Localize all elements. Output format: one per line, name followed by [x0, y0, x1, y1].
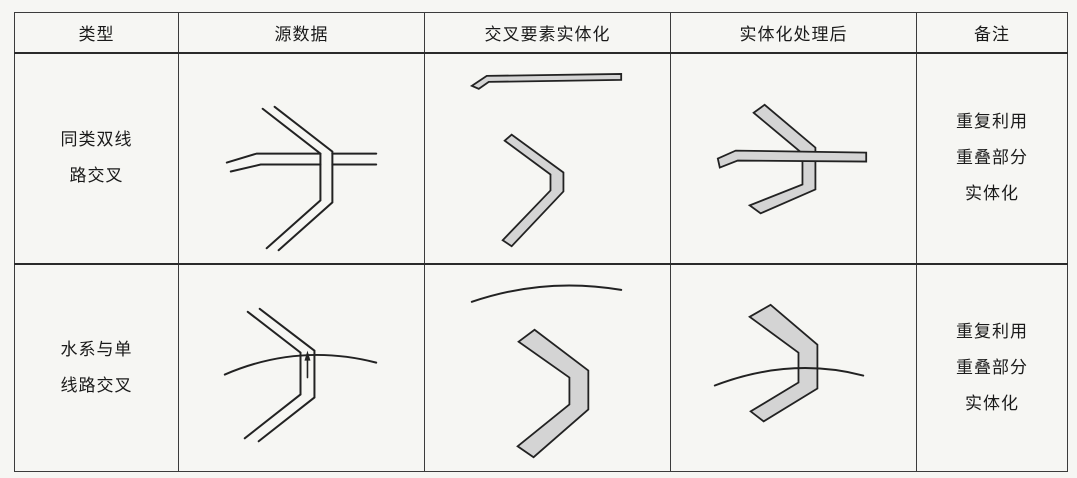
row2-cross-figure — [470, 284, 623, 458]
row1-cross-figure — [469, 72, 623, 247]
row2-cross-road-curve — [470, 284, 623, 303]
row1-after-road-band — [716, 149, 868, 169]
header-source-data: 源数据 — [178, 12, 425, 54]
row1-cross-chevron-band — [501, 133, 565, 247]
row2-source-road-curve — [223, 353, 378, 376]
row1-source-road-upper — [225, 152, 322, 164]
row1-note-cell: 重复利用 重叠部分 实体化 — [916, 51, 1068, 265]
header-cross-entity: 交叉要素实体化 — [424, 12, 671, 54]
row1-after-chevron-band — [747, 103, 817, 214]
row2-source-figure — [223, 307, 378, 442]
header-after-processing: 实体化处理后 — [670, 12, 917, 54]
row2-type-line1: 水系与单 — [60, 339, 133, 360]
row1-source-road-lower — [229, 163, 322, 173]
table-row: 水系与单 线路交叉 — [14, 263, 1068, 472]
table-row: 同类双线 路交叉 — [14, 51, 1068, 265]
row1-note-line2: 重叠部分 — [956, 148, 1028, 169]
row2-cross-figure-cell — [424, 263, 671, 472]
row1-note-line1: 重复利用 — [956, 112, 1028, 133]
row2-after-figure-cell — [670, 263, 917, 472]
row2-note-line3: 实体化 — [965, 393, 1019, 414]
header-type: 类型 — [14, 12, 179, 54]
row1-source-chevron-outer — [261, 107, 322, 249]
row2-note-line1: 重复利用 — [956, 321, 1028, 342]
row2-type-cell: 水系与单 线路交叉 — [14, 263, 179, 472]
row1-note-line3: 实体化 — [965, 184, 1019, 205]
row2-source-flow-arrow-head — [304, 350, 311, 361]
row1-type-line1: 同类双线 — [60, 130, 133, 151]
row2-after-river-band — [748, 303, 819, 423]
row1-source-figure-cell — [178, 51, 425, 265]
header-row: 类型 源数据 交叉要素实体化 实体化处理后 备注 — [14, 12, 1068, 54]
row1-after-figure — [716, 103, 868, 214]
row2-note-cell: 重复利用 重叠部分 实体化 — [916, 263, 1068, 472]
row2-after-figure — [713, 303, 865, 423]
row2-cross-river-band — [516, 328, 590, 458]
row1-cross-figure-cell — [424, 51, 671, 265]
row1-source-figure — [225, 105, 378, 251]
row1-after-figure-cell — [670, 51, 917, 265]
row2-source-figure-cell — [178, 263, 425, 472]
comparison-table: 类型 源数据 交叉要素实体化 实体化处理后 备注 同类双线 路交叉 — [14, 12, 1068, 472]
row2-after-road-curve — [713, 366, 865, 387]
row2-source-river-outer — [243, 310, 302, 439]
row2-note-line2: 重叠部分 — [956, 357, 1028, 378]
row2-type-line2: 线路交叉 — [60, 375, 133, 396]
row1-type-cell: 同类双线 路交叉 — [14, 51, 179, 265]
header-note: 备注 — [916, 12, 1068, 54]
row1-type-line2: 路交叉 — [69, 166, 124, 187]
row1-cross-road-band — [469, 72, 623, 90]
row2-source-river-inner — [257, 307, 316, 442]
row1-source-chevron-inner — [273, 105, 334, 251]
